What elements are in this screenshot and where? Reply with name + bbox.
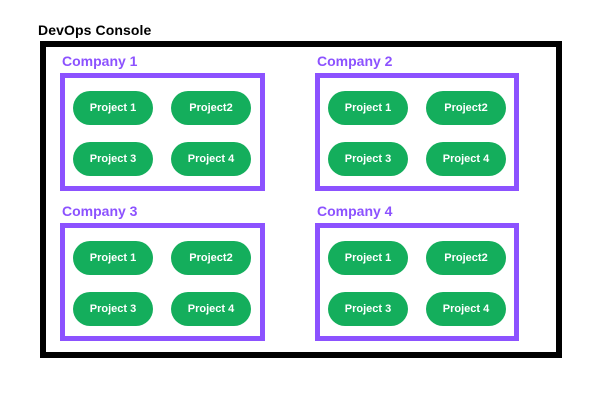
company-title: Company 2 (317, 53, 393, 69)
company-section-4: Company 4 Project 1 Project2 Project 3 P… (315, 199, 519, 341)
project-pill[interactable]: Project 3 (328, 142, 408, 176)
project-pill[interactable]: Project 1 (73, 91, 153, 125)
project-pill[interactable]: Project 3 (73, 292, 153, 326)
project-pill[interactable]: Project 4 (426, 142, 506, 176)
project-pill[interactable]: Project 4 (171, 142, 251, 176)
company-box: Project 1 Project2 Project 3 Project 4 (315, 73, 519, 191)
company-box: Project 1 Project2 Project 3 Project 4 (60, 73, 265, 191)
project-pill[interactable]: Project 1 (328, 91, 408, 125)
project-pill[interactable]: Project2 (171, 91, 251, 125)
company-box: Project 1 Project2 Project 3 Project 4 (315, 223, 519, 341)
company-section-1: Company 1 Project 1 Project2 Project 3 P… (60, 49, 265, 191)
project-pill[interactable]: Project 3 (73, 142, 153, 176)
company-title: Company 1 (62, 53, 138, 69)
company-section-3: Company 3 Project 1 Project2 Project 3 P… (60, 199, 265, 341)
project-pill[interactable]: Project 4 (171, 292, 251, 326)
company-title: Company 3 (62, 203, 138, 219)
project-pill[interactable]: Project 1 (328, 241, 408, 275)
page-title: DevOps Console (38, 22, 152, 38)
console-frame: Company 1 Project 1 Project2 Project 3 P… (40, 41, 562, 358)
project-pill[interactable]: Project 1 (73, 241, 153, 275)
project-pill[interactable]: Project 3 (328, 292, 408, 326)
project-pill[interactable]: Project2 (426, 241, 506, 275)
project-pill[interactable]: Project2 (426, 91, 506, 125)
company-section-2: Company 2 Project 1 Project2 Project 3 P… (315, 49, 519, 191)
project-pill[interactable]: Project2 (171, 241, 251, 275)
project-pill[interactable]: Project 4 (426, 292, 506, 326)
company-box: Project 1 Project2 Project 3 Project 4 (60, 223, 265, 341)
company-title: Company 4 (317, 203, 393, 219)
